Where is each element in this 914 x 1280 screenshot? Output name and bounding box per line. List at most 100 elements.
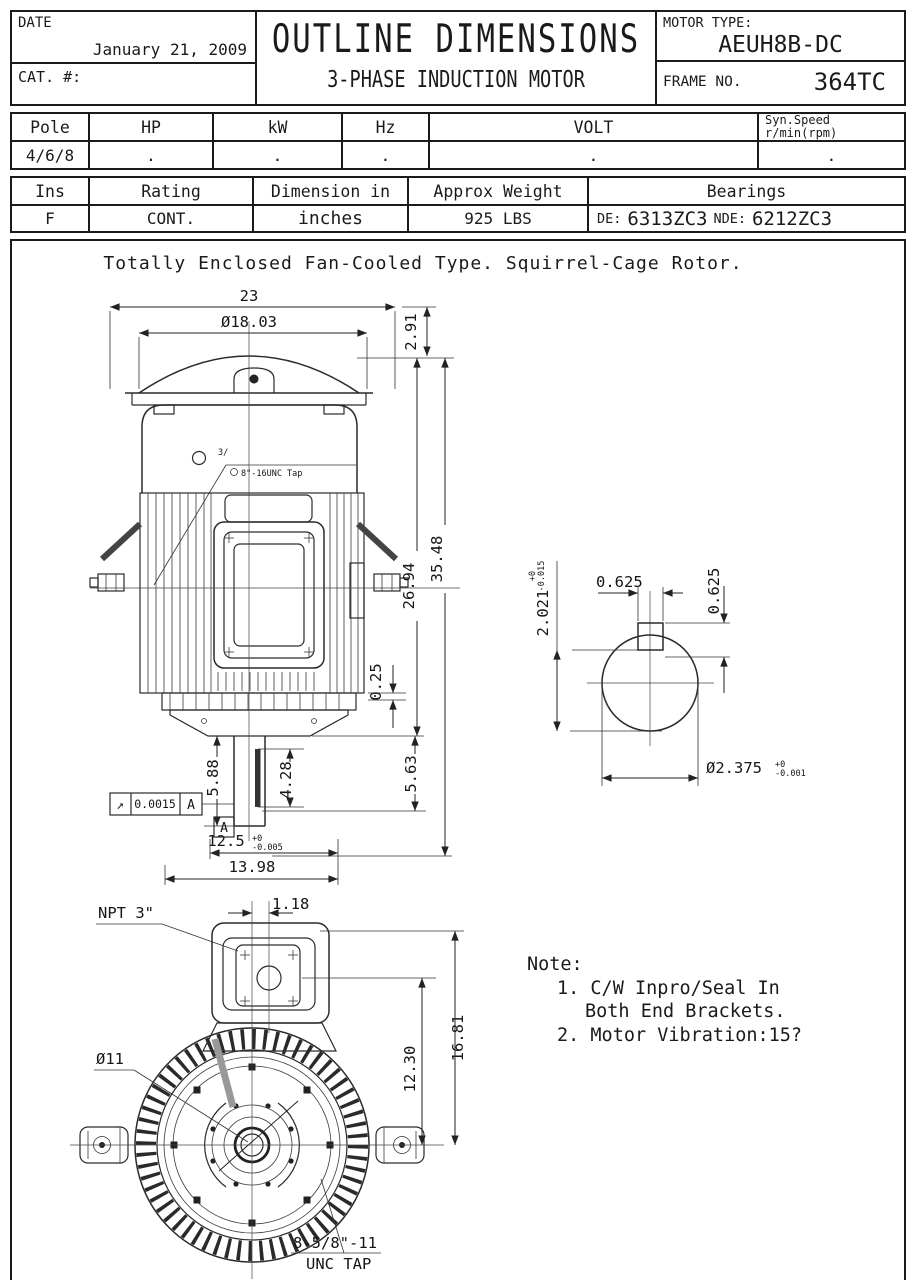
ratings-value-hp: . [90,142,214,168]
ratings-header-volt: VOLT [430,114,759,140]
ratings-header-kw: kW [214,114,343,140]
synspeed-line1: Syn.Speed [765,114,831,127]
ratings-value-pole: 4/6/8 [12,142,90,168]
frame-no-cell: FRAME NO. 364TC [657,62,904,104]
datum-a-label: A [220,821,228,836]
spec-value-rating: CONT. [90,206,254,231]
front-dimensions: 23 Ø18.03 2.91 35.48 26.94 0.25 [109,287,454,885]
drawing-area: Totally Enclosed Fan-Cooled Type. Squirr… [10,239,906,1280]
dim-shaft-length: 5.88 [204,759,222,796]
ratings-value-synspeed: . [826,145,837,165]
npt-label: NPT 3" [98,904,154,922]
spec-table: Ins Rating Dimension in Approx Weight Be… [10,176,906,233]
plan-dimensions: 1.18 16.81 12.30 Ø11 NPT 3" 8-5/8"-11 UN… [94,895,467,1273]
lifting-lug-left [89,521,143,592]
fan-cover-cap [233,367,275,393]
tap-fraction: 3/ [218,448,228,458]
shaft-section-view: 0.625 0.625 2.021 +0 -0.015 Ø2.375 +0 -0… [528,561,806,786]
nde-value: 6212ZC3 [751,207,833,230]
ratings-value-hz: . [343,142,430,168]
keyway [255,749,261,807]
dim-frame-height: 26.94 [400,563,418,610]
tap-note: 8"-16UNC Tap [241,469,302,479]
title-block-left: DATE January 21, 2009 CAT. #: [12,12,257,104]
dim-key-length: 4.28 [277,761,295,798]
dim-key-depth: 2.021 [534,590,552,637]
box-top-corner-marks [240,950,298,1006]
spec-header-ins: Ins [12,178,90,204]
spec-header-weight: Approx Weight [409,178,589,204]
cap-bolt [249,374,259,384]
ratings-header-hz: Hz [343,114,430,140]
dim-key-height: 0.625 [705,568,723,615]
dim-total-height: 35.48 [428,536,446,583]
dim-width: 23 [240,287,259,305]
spec-header-rating: Rating [90,178,254,204]
dim-box-top: 16.81 [449,1015,467,1062]
title-block: DATE January 21, 2009 CAT. #: OUTLINE DI… [10,10,906,106]
plan-view: 1.18 16.81 12.30 Ø11 NPT 3" 8-5/8"-11 UN… [70,895,467,1279]
end-bracket [161,692,357,737]
synspeed-line2: r/min(rpm) [765,126,838,140]
cat-label: CAT. #: [18,68,82,86]
sheet-title-cell: OUTLINE DIMENSIONS 3-PHASE INDUCTION MOT… [257,12,657,104]
date-value: January 21, 2009 [92,40,247,59]
tap-label-line2: UNC TAP [306,1255,371,1273]
note-item-1b: Both End Brackets. [585,1001,786,1022]
date-label: DATE [18,15,52,31]
de-value: 6313ZC3 [627,207,708,230]
ratings-header-pole: Pole [12,114,90,140]
note-item-1: 1. C/W Inpro/Seal In [557,977,780,999]
tap-label-line1: 8-5/8"-11 [293,1234,377,1252]
spec-header-dimension: Dimension in [254,178,409,204]
ratings-value-volt: . [430,142,759,168]
ratings-header-synspeed: Syn.Speed r/min(rpm) [759,114,904,140]
spec-value-row: F CONT. inches 925 LBS DE: 6313ZC3 NDE: … [12,206,904,231]
frame-no-value: 364TC [813,68,886,96]
dim-fan-dia: Ø18.03 [221,313,277,331]
spec-header-bearings: Bearings [706,181,787,201]
ratings-value-row: 4/6/8 . . . . . [12,142,904,168]
sheet-title: OUTLINE DIMENSIONS [271,16,641,63]
dim-shaft-tol-plus: +0 [252,834,262,844]
dim-depth-tol-plus: +0 [528,571,538,581]
ratings-value-kw: . [214,142,343,168]
shaft [233,736,266,827]
dim-spigot: Ø11 [96,1050,124,1068]
cat-cell: CAT. #: [12,64,255,104]
dim-cap-height: 2.91 [402,313,420,350]
key-slot-shadow [211,1038,237,1108]
sheet-subtitle: 3-PHASE INDUCTION MOTOR [327,66,585,94]
dim-depth-tol-minus: -0.015 [537,561,547,592]
dim-box-center: 12.30 [401,1046,419,1093]
technical-drawing: 3/ 8"-16UNC Tap [70,287,806,1279]
tap-callout: 3/ 8"-16UNC Tap [153,448,356,586]
title-block-right: MOTOR TYPE: AEUH8B-DC FRAME NO. 364TC [657,12,904,104]
dim-offset: 1.18 [272,895,309,913]
dim-shim: 0.25 [367,663,385,700]
dim-shaft-tol-minus: -0.005 [252,843,283,853]
motor-type-value: AEUH8B-DC [718,32,843,58]
dim-shaft-ext-r: 5.63 [402,755,420,792]
spec-value-weight: 925 LBS [409,206,589,231]
front-view: 3/ 8"-16UNC Tap [89,287,460,885]
dim-key-width: 0.625 [596,573,643,591]
spec-header-row: Ins Rating Dimension in Approx Weight Be… [12,178,904,206]
datum-a-flag: A [213,816,235,838]
side-pad [349,562,365,619]
gdt-symbol: ↗ [116,798,124,813]
dim-base-width: 13.98 [229,858,276,876]
notes-block: Note: 1. C/W Inpro/Seal In Both End Brac… [527,953,802,1047]
nde-label: NDE: [713,210,746,227]
stator-fins [139,492,365,694]
key-profile [637,622,664,651]
note-item-2: 2. Motor Vibration:15? [557,1024,803,1046]
dim-shaft-dia: Ø2.375 [706,759,762,777]
note-title: Note: [527,954,583,975]
frame-no-label: FRAME NO. [663,74,742,90]
spec-value-ins: F [12,206,90,231]
drawing-caption: Totally Enclosed Fan-Cooled Type. Squirr… [103,253,743,274]
box-corner-marks [224,533,314,657]
spec-value-bearings: DE: 6313ZC3 NDE: 6212ZC3 [589,206,904,231]
